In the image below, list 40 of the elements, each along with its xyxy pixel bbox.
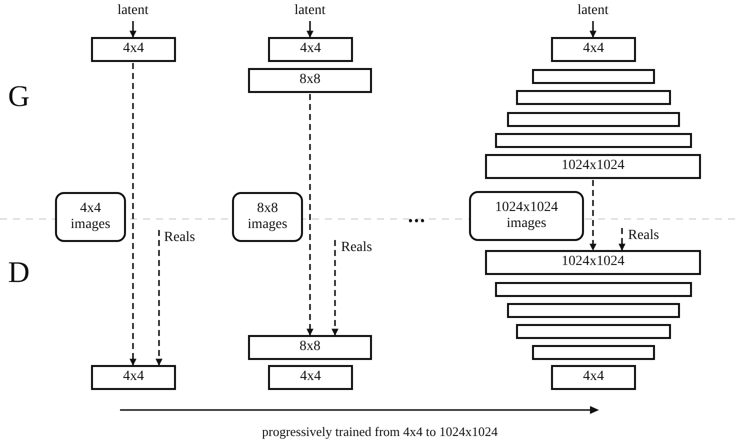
layer-box: 8x8 bbox=[248, 68, 372, 93]
axis-caption: progressively trained from 4x4 to 1024x1024 bbox=[262, 424, 498, 440]
output-box: 1024x1024 images bbox=[469, 191, 584, 241]
input-label: Reals bbox=[164, 230, 208, 246]
output-box: 4x4 images bbox=[55, 192, 126, 242]
dashed-arrow bbox=[156, 230, 162, 366]
input-label: latent bbox=[573, 2, 613, 20]
layer-box bbox=[516, 90, 671, 105]
layer-box: 8x8 bbox=[248, 335, 372, 360]
layer-box bbox=[495, 282, 692, 297]
output-box: 8x8 images bbox=[232, 192, 303, 242]
dashed-arrow bbox=[590, 180, 596, 251]
side-label: D bbox=[8, 256, 30, 290]
layer-box: 1024x1024 bbox=[485, 154, 701, 179]
layer-box: 4x4 bbox=[551, 365, 636, 390]
layer-box: 4x4 bbox=[268, 365, 353, 390]
layer-box: 4x4 bbox=[551, 37, 636, 62]
layer-box bbox=[532, 69, 655, 84]
input-label: latent bbox=[290, 2, 330, 20]
arrow bbox=[306, 21, 314, 38]
side-label: G bbox=[8, 80, 30, 114]
layer-box: 1024x1024 bbox=[485, 250, 701, 275]
input-label: latent bbox=[113, 2, 153, 20]
arrow bbox=[590, 21, 596, 38]
layer-box: 4x4 bbox=[91, 365, 176, 390]
layer-box: 4x4 bbox=[268, 37, 353, 62]
ellipsis-label: ... bbox=[408, 205, 426, 228]
input-label: Reals bbox=[341, 240, 385, 256]
layer-box: 4x4 bbox=[91, 37, 176, 62]
input-label: Reals bbox=[628, 228, 672, 244]
layer-box bbox=[507, 112, 680, 127]
dashed-arrow bbox=[332, 240, 338, 336]
dashed-arrow bbox=[306, 94, 314, 336]
dashed-arrow bbox=[618, 228, 626, 251]
dashed-arrow bbox=[130, 63, 136, 366]
layer-box bbox=[532, 345, 655, 360]
layer-box bbox=[507, 303, 680, 318]
layer-box bbox=[516, 324, 671, 339]
arrow bbox=[130, 21, 136, 38]
layer-box bbox=[495, 133, 692, 148]
